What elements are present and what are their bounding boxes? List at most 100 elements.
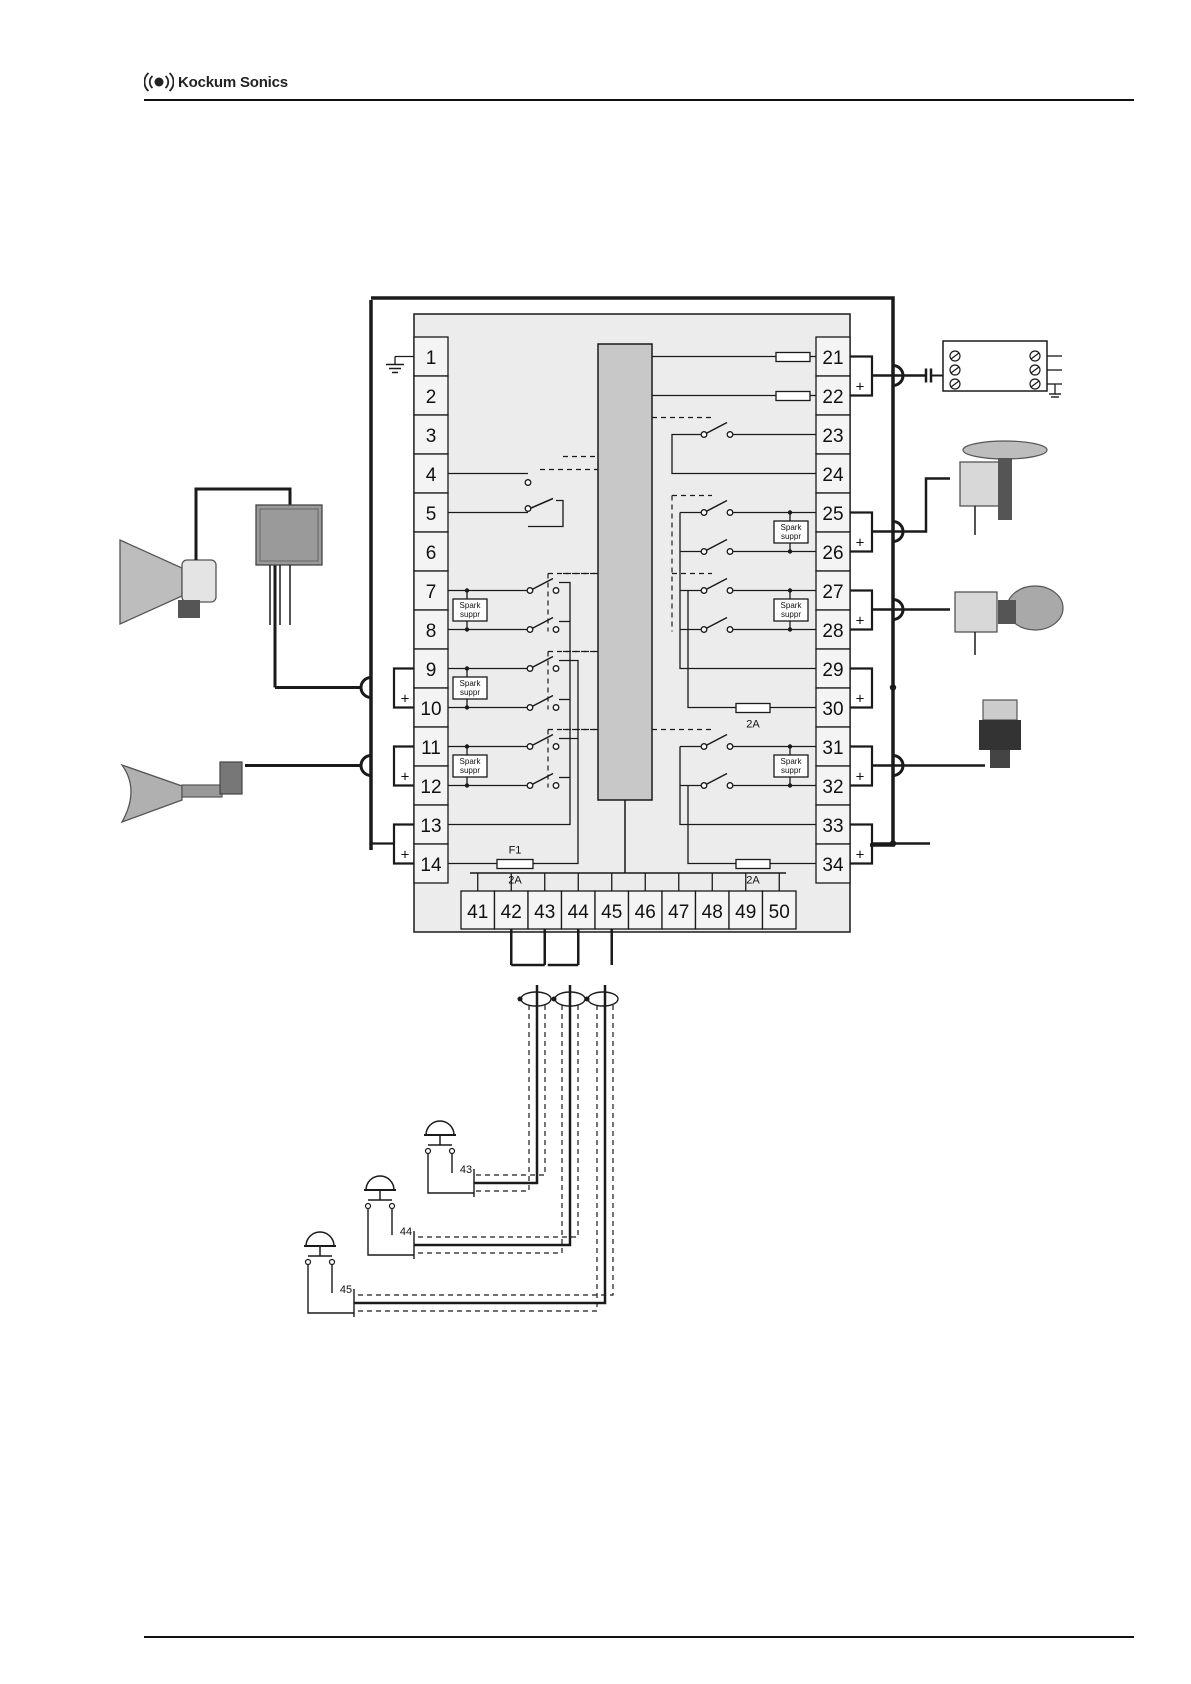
right-terminal-label-21: 21: [822, 348, 843, 369]
right-terminal-label-30: 30: [822, 699, 843, 720]
beacon-mount: [990, 750, 1010, 768]
right-terminal-label-23: 23: [822, 426, 843, 447]
bottom-terminal-label-48: 48: [702, 902, 723, 923]
switch-left-9-contact-b: [553, 666, 559, 672]
bottom-terminal-label-41: 41: [467, 902, 488, 923]
relay-k1-contact-no: [525, 506, 531, 512]
pushbutton-1-label: 43: [460, 1164, 472, 1176]
switch-left-10-contact-a: [527, 705, 533, 711]
spark-suppressor-right-1-label-1: Spark: [781, 523, 803, 532]
sounder-horn-1-bracket: [178, 600, 200, 618]
switch-left-7-contact-b: [553, 588, 559, 594]
left-terminal-label-1: 1: [426, 348, 437, 369]
air-horn-neck: [182, 785, 222, 797]
ext-right-29-30-plus: +: [856, 691, 865, 708]
left-terminal-label-9: 9: [426, 660, 437, 681]
left-terminal-label-12: 12: [420, 777, 441, 798]
bottom-terminal-label-47: 47: [668, 902, 689, 923]
spark-suppressor-left-2-label-2: suppr: [460, 688, 480, 697]
fuse-t34-rating: 2A: [746, 875, 760, 887]
air-horn: [122, 762, 242, 822]
gland-junction-1: [552, 997, 557, 1002]
pushbutton-1-contact-a: [426, 1149, 431, 1154]
right-terminal-label-28: 28: [822, 621, 843, 642]
relay-k1-contact-nc: [525, 480, 531, 486]
right-terminal-label-24: 24: [822, 465, 844, 486]
switch-right-25-contact-b: [727, 510, 733, 516]
fuse-f1-rating: 2A: [508, 875, 522, 887]
right-terminal-label-33: 33: [822, 816, 843, 837]
right-terminal-label-31: 31: [822, 738, 843, 759]
right-terminal-label-27: 27: [822, 582, 843, 603]
gland-junction-2: [585, 997, 590, 1002]
pushbutton-screen-1: [474, 1005, 529, 1191]
switch-left-11-contact-a: [527, 744, 533, 750]
gland-junction-0: [518, 997, 523, 1002]
pushbutton-2-contact-b: [390, 1204, 395, 1209]
pushbutton-3-label: 45: [340, 1284, 352, 1296]
switch-right-25-contact-a: [701, 510, 707, 516]
pushbutton-cable-2: [414, 985, 570, 1245]
ext-right-21-22-plus: +: [856, 379, 865, 396]
right-terminal-label-29: 29: [822, 660, 843, 681]
fuse-f1: [497, 860, 533, 869]
switch-left-9-contact-a: [527, 666, 533, 672]
switch-left-8-contact-a: [527, 627, 533, 633]
sounder-horn-1-bell: [120, 540, 182, 624]
pushbutton-screen-b-1: [474, 1005, 545, 1175]
pushbutton-3-contact-a: [306, 1260, 311, 1265]
pushbutton-1-cap: [426, 1121, 454, 1135]
bottom-terminal-label-44: 44: [568, 902, 590, 923]
switch-right-26-contact-b: [727, 549, 733, 555]
air-horn-valve: [220, 762, 242, 794]
pushbutton-3-cap: [306, 1232, 334, 1246]
left-terminal-label-11: 11: [421, 738, 441, 759]
ext-right-33-34-plus: +: [856, 847, 865, 864]
ext-right-25-26-plus: +: [856, 535, 865, 552]
fuse-t21: [776, 353, 810, 362]
bell-1-dome: [963, 441, 1047, 459]
pushbutton-2-cap: [366, 1176, 394, 1190]
air-horn-bell: [122, 765, 182, 822]
left-terminal-label-10: 10: [420, 699, 441, 720]
bottom-terminal-label-49: 49: [735, 902, 756, 923]
spark-suppressor-left-3-label-2: suppr: [460, 766, 480, 775]
fuse-t34: [736, 860, 770, 869]
fuse-t22: [776, 392, 810, 401]
bell-2-box: [955, 592, 997, 632]
spark-suppressor-right-2-label-2: suppr: [781, 610, 801, 619]
bottom-terminal-label-46: 46: [635, 902, 656, 923]
right-terminal-label-26: 26: [822, 543, 843, 564]
pushbutton-screen-b-3: [354, 1005, 613, 1295]
switch-right-23-contact-b: [727, 432, 733, 438]
left-terminal-label-6: 6: [426, 543, 437, 564]
switch-right-31-contact-a: [701, 744, 707, 750]
ext-left-13-14-plus: +: [401, 847, 410, 864]
switch-left-7-contact-a: [527, 588, 533, 594]
switch-right-32-contact-b: [727, 783, 733, 789]
switch-left-11-contact-b: [553, 744, 559, 750]
pushbutton-3-contact-b: [330, 1260, 335, 1265]
ext-right-27-28-plus: +: [856, 613, 865, 630]
switch-right-28-contact-b: [727, 627, 733, 633]
bottom-terminal-label-50: 50: [769, 902, 790, 923]
switch-left-10-contact-b: [553, 705, 559, 711]
junction-right-29: [890, 684, 896, 690]
switch-right-26-contact-a: [701, 549, 707, 555]
sounder-horn-1: [120, 540, 216, 624]
left-terminal-label-14: 14: [420, 855, 442, 876]
beacon-lens: [983, 700, 1017, 720]
fuse-t30-rating: 2A: [746, 719, 760, 731]
spark-suppressor-right-3-label-1: Spark: [781, 757, 803, 766]
switch-right-32-contact-a: [701, 783, 707, 789]
bottom-terminal-label-45: 45: [601, 902, 622, 923]
bell-1-box: [960, 462, 1000, 506]
pushbutton-1-contact-b: [450, 1149, 455, 1154]
switch-right-28-contact-a: [701, 627, 707, 633]
switch-right-23-contact-a: [701, 432, 707, 438]
bell-1-post: [998, 458, 1012, 520]
fuse-t30: [736, 704, 770, 713]
bell-1: [960, 441, 1047, 520]
right-terminal-label-34: 34: [822, 855, 844, 876]
switch-right-31-contact-b: [727, 744, 733, 750]
